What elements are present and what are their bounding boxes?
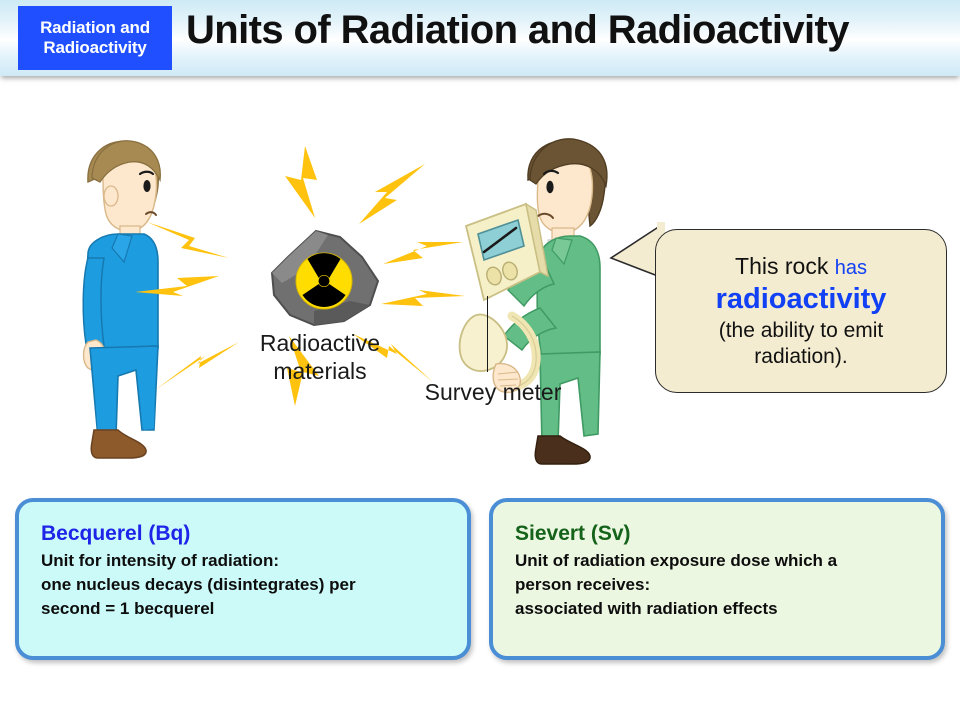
illustration-area: Radioactive materials (0, 76, 960, 486)
becquerel-body: Unit for intensity of radiation: one nuc… (41, 551, 356, 619)
page-title: Units of Radiation and Radioactivity (186, 8, 850, 52)
header-category-badge: Radiation and Radioactivity (18, 6, 172, 70)
badge-line-2: Radioactivity (43, 38, 147, 57)
becquerel-title: Becquerel (Bq) (41, 522, 191, 545)
page-header: Radiation and Radioactivity Units of Rad… (0, 0, 960, 76)
survey-meter-leader-line (487, 296, 488, 372)
bubble-line-1-accent: has (834, 257, 867, 280)
sievert-title: Sievert (Sv) (515, 522, 631, 545)
badge-line-1: Radiation and (40, 18, 150, 38)
man-in-green-suit-with-survey-meter (503, 138, 608, 465)
bubble-line-1-plain: This rock (735, 253, 835, 280)
bubble-line-3: (the ability to emit radiation). (718, 319, 884, 368)
radioactive-rock (270, 229, 380, 327)
survey-meter (458, 202, 549, 394)
radioactive-materials-label: Radioactive materials (259, 330, 381, 385)
bubble-line-1: This rock has (735, 253, 867, 281)
sievert-body: Unit of radiation exposure dose which a … (515, 551, 838, 619)
becquerel-info-box: Becquerel (Bq) Unit for intensity of rad… (15, 498, 471, 660)
bubble-line-2: radioactivity (715, 282, 887, 315)
speech-bubble: This rock has radioactivity (the ability… (655, 229, 947, 393)
sievert-info-box: Sievert (Sv) Unit of radiation exposure … (489, 498, 945, 660)
radiation-rays (135, 146, 465, 406)
man-in-blue-suit (82, 140, 161, 459)
survey-meter-label: Survey meter (424, 379, 562, 405)
